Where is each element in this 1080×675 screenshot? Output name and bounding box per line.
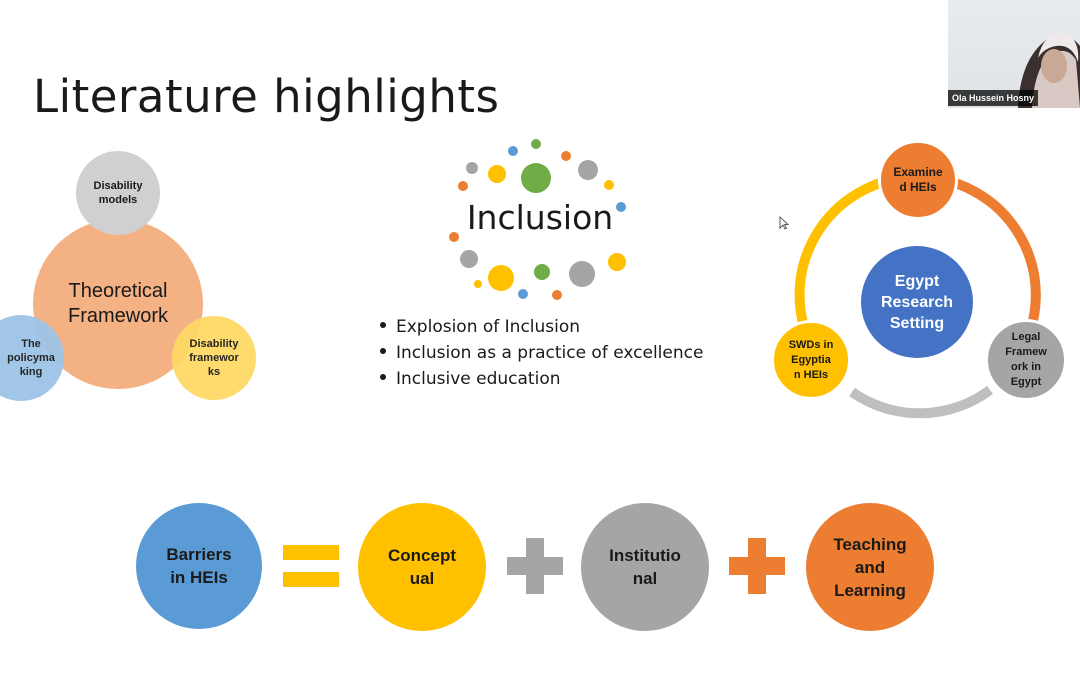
inclusion-word: Inclusion — [466, 198, 614, 237]
legal-framework-egypt-circle: Legal Framew ork in Egypt — [985, 319, 1067, 401]
inclusion-bullet-list: Explosion of Inclusion Inclusion as a pr… — [380, 314, 703, 392]
slide-title: Literature highlights — [33, 70, 500, 123]
examined-heis-label: Examine d HEIs — [893, 165, 943, 194]
bullet-text: Inclusive education — [396, 369, 561, 389]
bullet-text: Explosion of Inclusion — [396, 317, 581, 337]
examined-heis-circle: Examine d HEIs — [878, 140, 958, 220]
barriers-in-heis-label: Barriers in HEIs — [166, 545, 232, 587]
teaching-learning-circle: Teaching and Learning — [806, 503, 934, 631]
bullet-dot-icon — [380, 348, 386, 354]
egypt-research-setting-label: Egypt Research Setting — [880, 272, 954, 332]
teaching-learning-label: Teaching and Learning — [833, 534, 907, 600]
equals-icon — [283, 545, 339, 587]
disability-frameworks-circle: Disability framewor ks — [172, 316, 256, 400]
bullet-text: Inclusion as a practice of excellence — [396, 343, 704, 363]
egypt-research-setting-circle: Egypt Research Setting — [861, 246, 973, 358]
bullet-item: Inclusion as a practice of excellence — [380, 340, 703, 366]
institutional-circle: Institutio nal — [581, 503, 709, 631]
bullet-dot-icon — [380, 322, 386, 328]
conceptual-circle: Concept ual — [358, 503, 486, 631]
policymaking-label: The policyma king — [7, 338, 55, 378]
theoretical-framework-label: Theoretical Framework — [67, 280, 168, 327]
disability-frameworks-label: Disability framewor ks — [189, 338, 239, 378]
bullet-item: Inclusive education — [380, 366, 703, 392]
swds-egyptian-heis-circle: SWDs in Egyptia n HEIs — [771, 320, 851, 400]
bullet-item: Explosion of Inclusion — [380, 314, 703, 340]
mouse-cursor-icon — [779, 216, 789, 230]
plus-icon-orange — [729, 538, 785, 594]
inclusion-dots-decoration — [449, 139, 626, 300]
conceptual-label: Concept ual — [388, 546, 456, 588]
disability-models-label: Disability models — [93, 180, 143, 206]
barriers-in-heis-circle: Barriers in HEIs — [136, 503, 262, 629]
disability-models-circle: Disability models — [76, 151, 160, 235]
swds-egyptian-heis-label: SWDs in Egyptia n HEIs — [788, 338, 834, 381]
plus-icon-gray — [507, 538, 563, 594]
institutional-label: Institutio nal — [609, 546, 681, 588]
bullet-dot-icon — [380, 374, 386, 380]
participant-name-label: Ola Hussein Hosny — [948, 90, 1039, 106]
legal-framework-egypt-label: Legal Framew ork in Egypt — [1005, 331, 1047, 388]
